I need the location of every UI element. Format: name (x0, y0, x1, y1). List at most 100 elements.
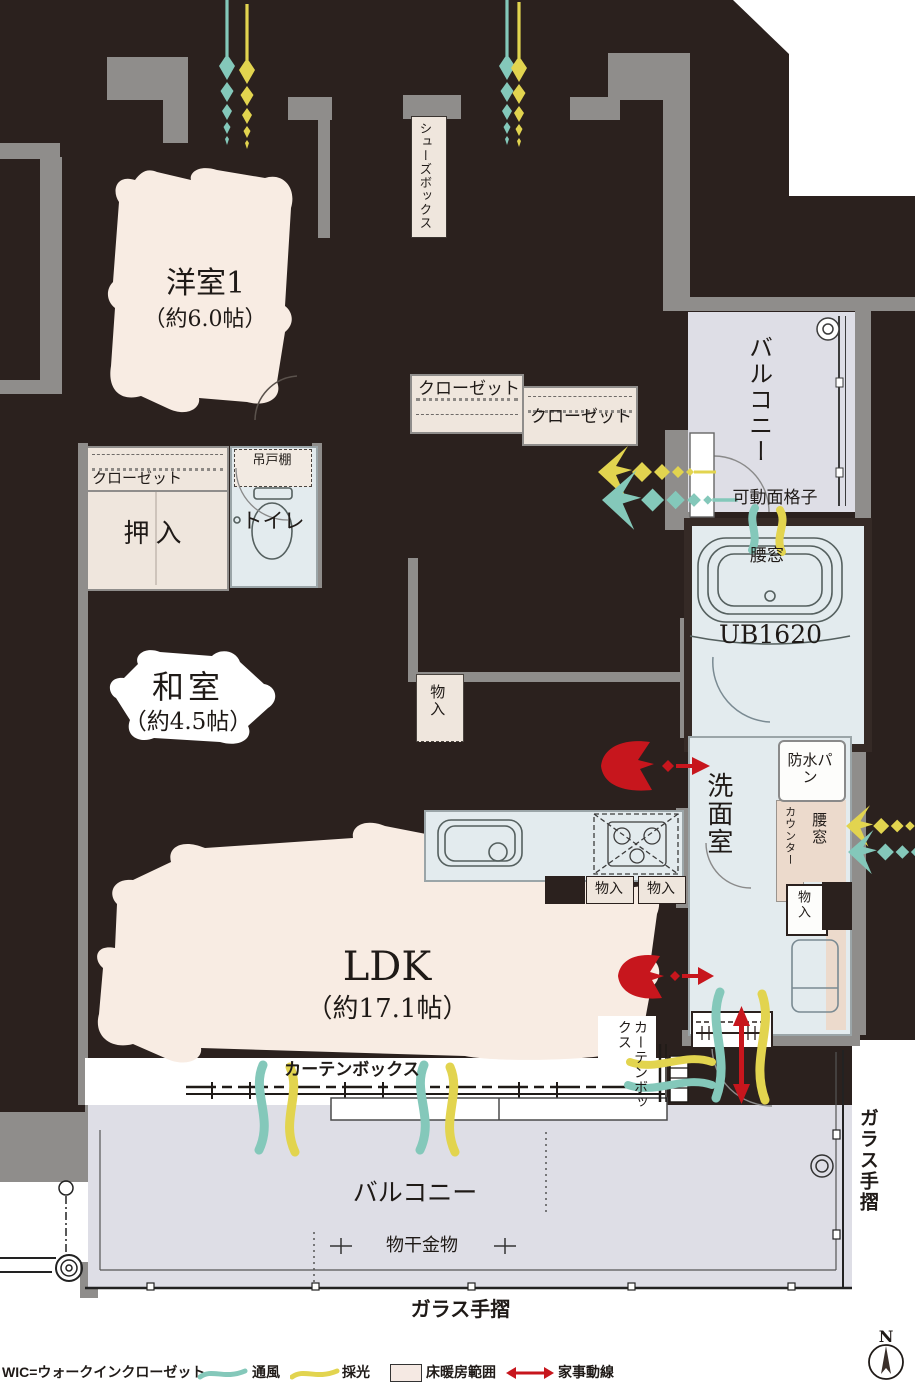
housework-arrow-1 (601, 741, 710, 791)
balcony-bottom-lines (85, 1050, 852, 1291)
kado-mengoshi-label: 可動面格子 (732, 488, 818, 509)
wall (0, 1112, 92, 1182)
ventilation-stream-top-2 (499, 0, 515, 145)
toilet-label: トイレ (241, 508, 305, 533)
ventilation-stream-top-1 (219, 0, 235, 145)
bath-door-arc (712, 656, 771, 723)
mono-iri-hall (416, 674, 464, 742)
washroom-door-arc (705, 842, 752, 889)
room-ldk-name: LDK (342, 944, 432, 990)
legend-wic: WIC=ウォークインクローゼット (2, 1364, 206, 1380)
bousui-pan-box (778, 740, 846, 802)
mono-iri-kitchen-2-label: 物入 (647, 880, 675, 897)
floor-heating-yoshitsu1 (107, 168, 293, 413)
wall (318, 118, 330, 238)
housework-line-icon (506, 1367, 554, 1379)
monohoshi-label: 物干金物 (386, 1234, 458, 1256)
ldk-window-streams (254, 987, 770, 1157)
oshiire-box (86, 490, 229, 591)
daylight-stream-top-2 (511, 2, 527, 147)
wall (848, 735, 866, 1035)
shoes-box (411, 116, 447, 238)
shoes-box-label: シューズボックス (417, 122, 433, 230)
mono-iri-kitchen-2 (638, 876, 686, 904)
wall (163, 98, 188, 143)
wall (78, 443, 88, 1105)
wall (0, 143, 60, 159)
toilet-door-arc (235, 467, 289, 521)
wall (663, 98, 690, 300)
kitchen-stove (593, 813, 679, 875)
room-yoshitsu1-name: 洋室1 (165, 265, 246, 301)
closet-hall-2 (522, 386, 638, 446)
wall (107, 57, 188, 100)
bathtub (689, 537, 851, 645)
mono-iri-kitchen-1 (586, 876, 634, 904)
glass-tesuri-bottom-label: ガラス手摺 (410, 1296, 511, 1321)
wall (408, 558, 418, 682)
closet-hall-1 (410, 374, 524, 434)
housework-arrow-vertical (733, 1006, 750, 1104)
koshimado-bath-label: 腰窓 (750, 546, 784, 567)
wall (855, 311, 871, 523)
kitchen-block (545, 876, 585, 904)
curtain-box-right-bars (658, 1044, 689, 1103)
bousui-pan-label: 防水パン (787, 750, 833, 786)
duct-block (822, 882, 852, 930)
balcony-bottom (88, 1105, 852, 1287)
mono-iri-hall-label: 物入 (428, 684, 447, 718)
closet-hall-2-label: クローゼット (530, 407, 632, 427)
wall (608, 53, 690, 100)
wall (408, 672, 690, 682)
closet-washitsu (86, 446, 229, 492)
daylight-stream-washroom (846, 805, 915, 847)
legend-housework: 家事動線 (558, 1364, 614, 1380)
balcony-right-railing (816, 316, 846, 506)
room-washitsu-size: （約4.5帖） (123, 708, 253, 735)
wall (665, 430, 690, 530)
mono-iri-wash-label: 物入 (794, 890, 810, 920)
floor-heating-ldk (97, 822, 660, 1063)
koshimado-wash-label: 腰窓 (810, 812, 829, 846)
wall (40, 157, 62, 383)
washroom-label: 洗面室 (702, 772, 733, 856)
room-yoshitsu1-size: （約6.0帖） (143, 307, 267, 333)
wall (663, 297, 915, 311)
compass-icon (868, 1344, 904, 1380)
washing-machine (791, 939, 839, 1013)
closet-washitsu-label: クローゼット (92, 469, 183, 487)
room-ldk-size: （約17.1帖） (306, 994, 469, 1025)
tsuridodana-label: 吊戸棚 (252, 452, 292, 468)
daylight-icon (290, 1368, 340, 1380)
bath-window-streams (748, 504, 787, 556)
legend-floor-heating: 床暖房範囲 (426, 1364, 496, 1380)
wall (403, 95, 461, 119)
curtain-box-label-h: カーテンボックス (284, 1060, 420, 1081)
drain-left (0, 1180, 83, 1282)
closet-hall-1-label: クローゼット (418, 379, 520, 399)
curtain-box-label-v: カーテンボックス (615, 1020, 648, 1110)
koshimado-zone (802, 800, 846, 882)
mono-iri-kitchen-1-label: 物入 (595, 880, 623, 897)
compass-north-label: N (878, 1326, 894, 1346)
window-strip (85, 1058, 667, 1105)
kitchen-sink (437, 819, 523, 867)
washitsu-cloud (109, 650, 276, 744)
wall (570, 97, 620, 120)
oshiire-label: 押入 (123, 519, 188, 550)
counter-label: カウンター (783, 806, 797, 866)
legend-ventilation: 通風 (252, 1364, 280, 1380)
tsuridodana-box (234, 449, 312, 487)
legend-daylight: 採光 (342, 1364, 370, 1380)
ventilation-icon (198, 1368, 248, 1380)
balcony-right-label: バルコニー (744, 335, 773, 465)
balcony-right-door-arc (713, 455, 770, 513)
toilet-fixture (233, 487, 293, 560)
yoshitsu1-door-arc (254, 375, 298, 421)
bath-label: UB1620 (718, 619, 823, 649)
housework-arrow-2 (618, 954, 714, 999)
room-washitsu-name: 和室 (151, 667, 224, 706)
wall (0, 380, 62, 394)
